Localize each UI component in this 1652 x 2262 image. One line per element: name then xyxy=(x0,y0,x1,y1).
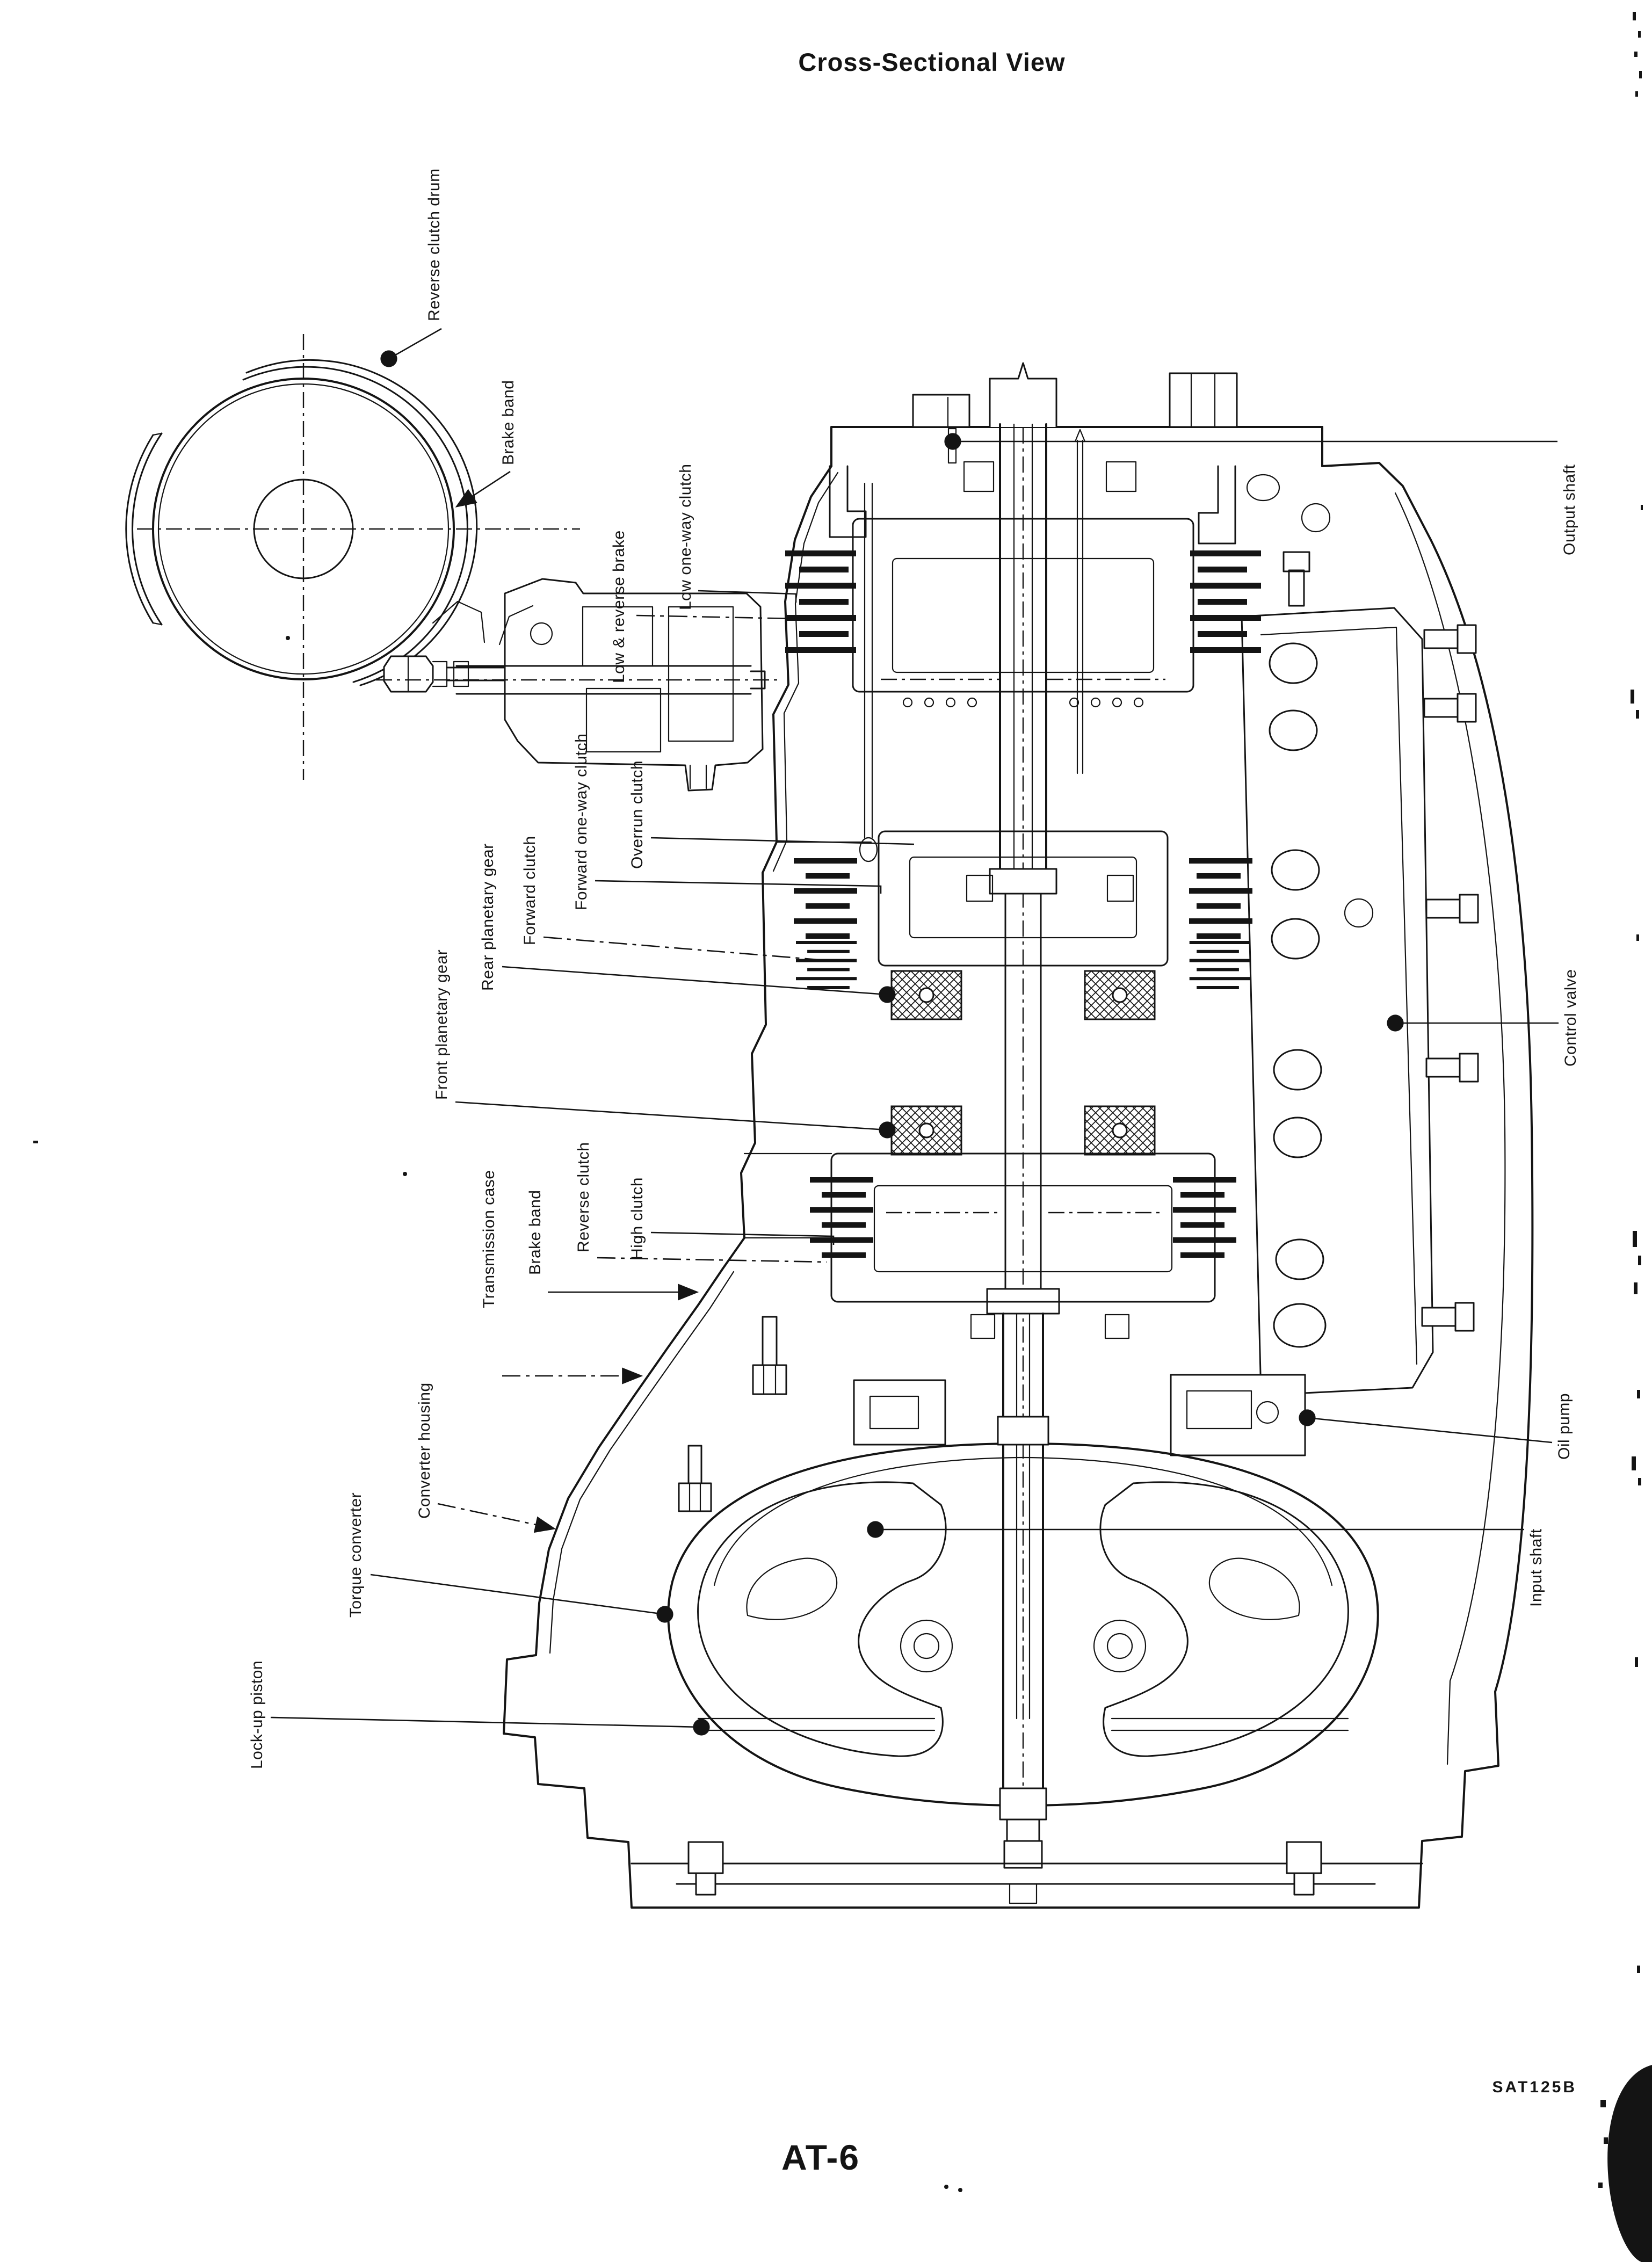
label-input-shaft: Input shaft xyxy=(1527,1528,1545,1607)
inset-band-servo xyxy=(376,578,780,792)
leader-lock-up-piston xyxy=(270,1716,710,1736)
label-rear-planetary-gear: Rear planetary gear xyxy=(479,843,497,991)
leader-high-clutch xyxy=(650,1231,835,1245)
label-high-clutch: High clutch xyxy=(628,1177,646,1260)
label-overrun-clutch: Overrun clutch xyxy=(628,760,646,869)
label-front-planetary-gear: Front planetary gear xyxy=(433,949,451,1100)
scan-artifacts xyxy=(33,12,1652,2262)
leader-low-one-way-clutch xyxy=(698,590,797,603)
case-outline xyxy=(503,462,1534,1909)
case-top xyxy=(830,362,1323,862)
control-valve-body xyxy=(1241,551,1479,1396)
valve-body-bolts xyxy=(1283,551,1479,1332)
leader-forward-one-way-clutch xyxy=(595,880,882,894)
label-reverse-clutch-drum: Reverse clutch drum xyxy=(425,168,443,321)
label-converter-housing: Converter housing xyxy=(416,1382,433,1519)
label-forward-one-way-clutch: Forward one-way clutch xyxy=(573,734,590,910)
leader-reverse-clutch xyxy=(597,1257,828,1263)
page-title: Cross-Sectional View xyxy=(798,48,1065,76)
upper-detail xyxy=(829,461,1331,545)
oil-pump-part xyxy=(853,1374,1306,1456)
label-reverse-clutch: Reverse clutch xyxy=(575,1142,592,1252)
label-low-one-way-clutch: Low one-way clutch xyxy=(677,464,694,610)
leader-oil-pump xyxy=(1299,1409,1553,1444)
leader-brake-band-inset xyxy=(455,470,511,508)
label-torque-converter: Torque converter xyxy=(347,1492,365,1618)
case-inner-wall xyxy=(772,472,839,872)
clutch-drums xyxy=(830,518,1216,1303)
leader-forward-clutch xyxy=(543,936,838,962)
label-low-reverse-brake: Low & reverse brake xyxy=(610,530,628,683)
clutch-pack-high-reverse-left xyxy=(810,1177,873,1258)
front-planetary-gear-part xyxy=(890,1105,1156,1156)
label-brake-band-main: Brake band xyxy=(526,1190,544,1275)
page-number: AT-6 xyxy=(781,2137,860,2177)
rear-planetary-gear-part xyxy=(890,970,1156,1020)
label-output-shaft: Output shaft xyxy=(1561,464,1578,555)
inset-drum-figure xyxy=(125,328,780,792)
leader-front-planetary-gear xyxy=(455,1101,896,1139)
labels: Reverse clutch drum Brake band Low & rev… xyxy=(248,168,1579,1769)
clutch-pack-high-reverse-right xyxy=(1173,1177,1236,1258)
main-cross-section xyxy=(503,362,1534,1909)
leader-overrun-clutch xyxy=(650,837,915,845)
torque-converter-part xyxy=(631,1416,1423,1904)
figure-code: SAT125B xyxy=(1492,2078,1577,2096)
label-lock-up-piston: Lock-up piston xyxy=(248,1661,266,1769)
clutch-pack-forward-left xyxy=(794,858,857,989)
label-oil-pump: Oil pump xyxy=(1555,1393,1573,1460)
band-servo-bolts xyxy=(678,1316,787,1512)
label-brake-band-inset: Brake band xyxy=(499,380,517,465)
leader-converter-housing xyxy=(437,1503,556,1533)
leader-torque-converter xyxy=(370,1574,673,1623)
leader-low-reverse-brake xyxy=(636,614,794,620)
clutch-pack-forward-right xyxy=(1189,858,1252,989)
leader-reverse-clutch-drum xyxy=(380,328,442,367)
leaders xyxy=(270,433,1559,1736)
label-forward-clutch: Forward clutch xyxy=(521,836,539,945)
leader-rear-planetary-gear xyxy=(502,966,896,1003)
label-transmission-case: Transmission case xyxy=(480,1170,498,1308)
label-control-valve: Control valve xyxy=(1562,969,1579,1067)
